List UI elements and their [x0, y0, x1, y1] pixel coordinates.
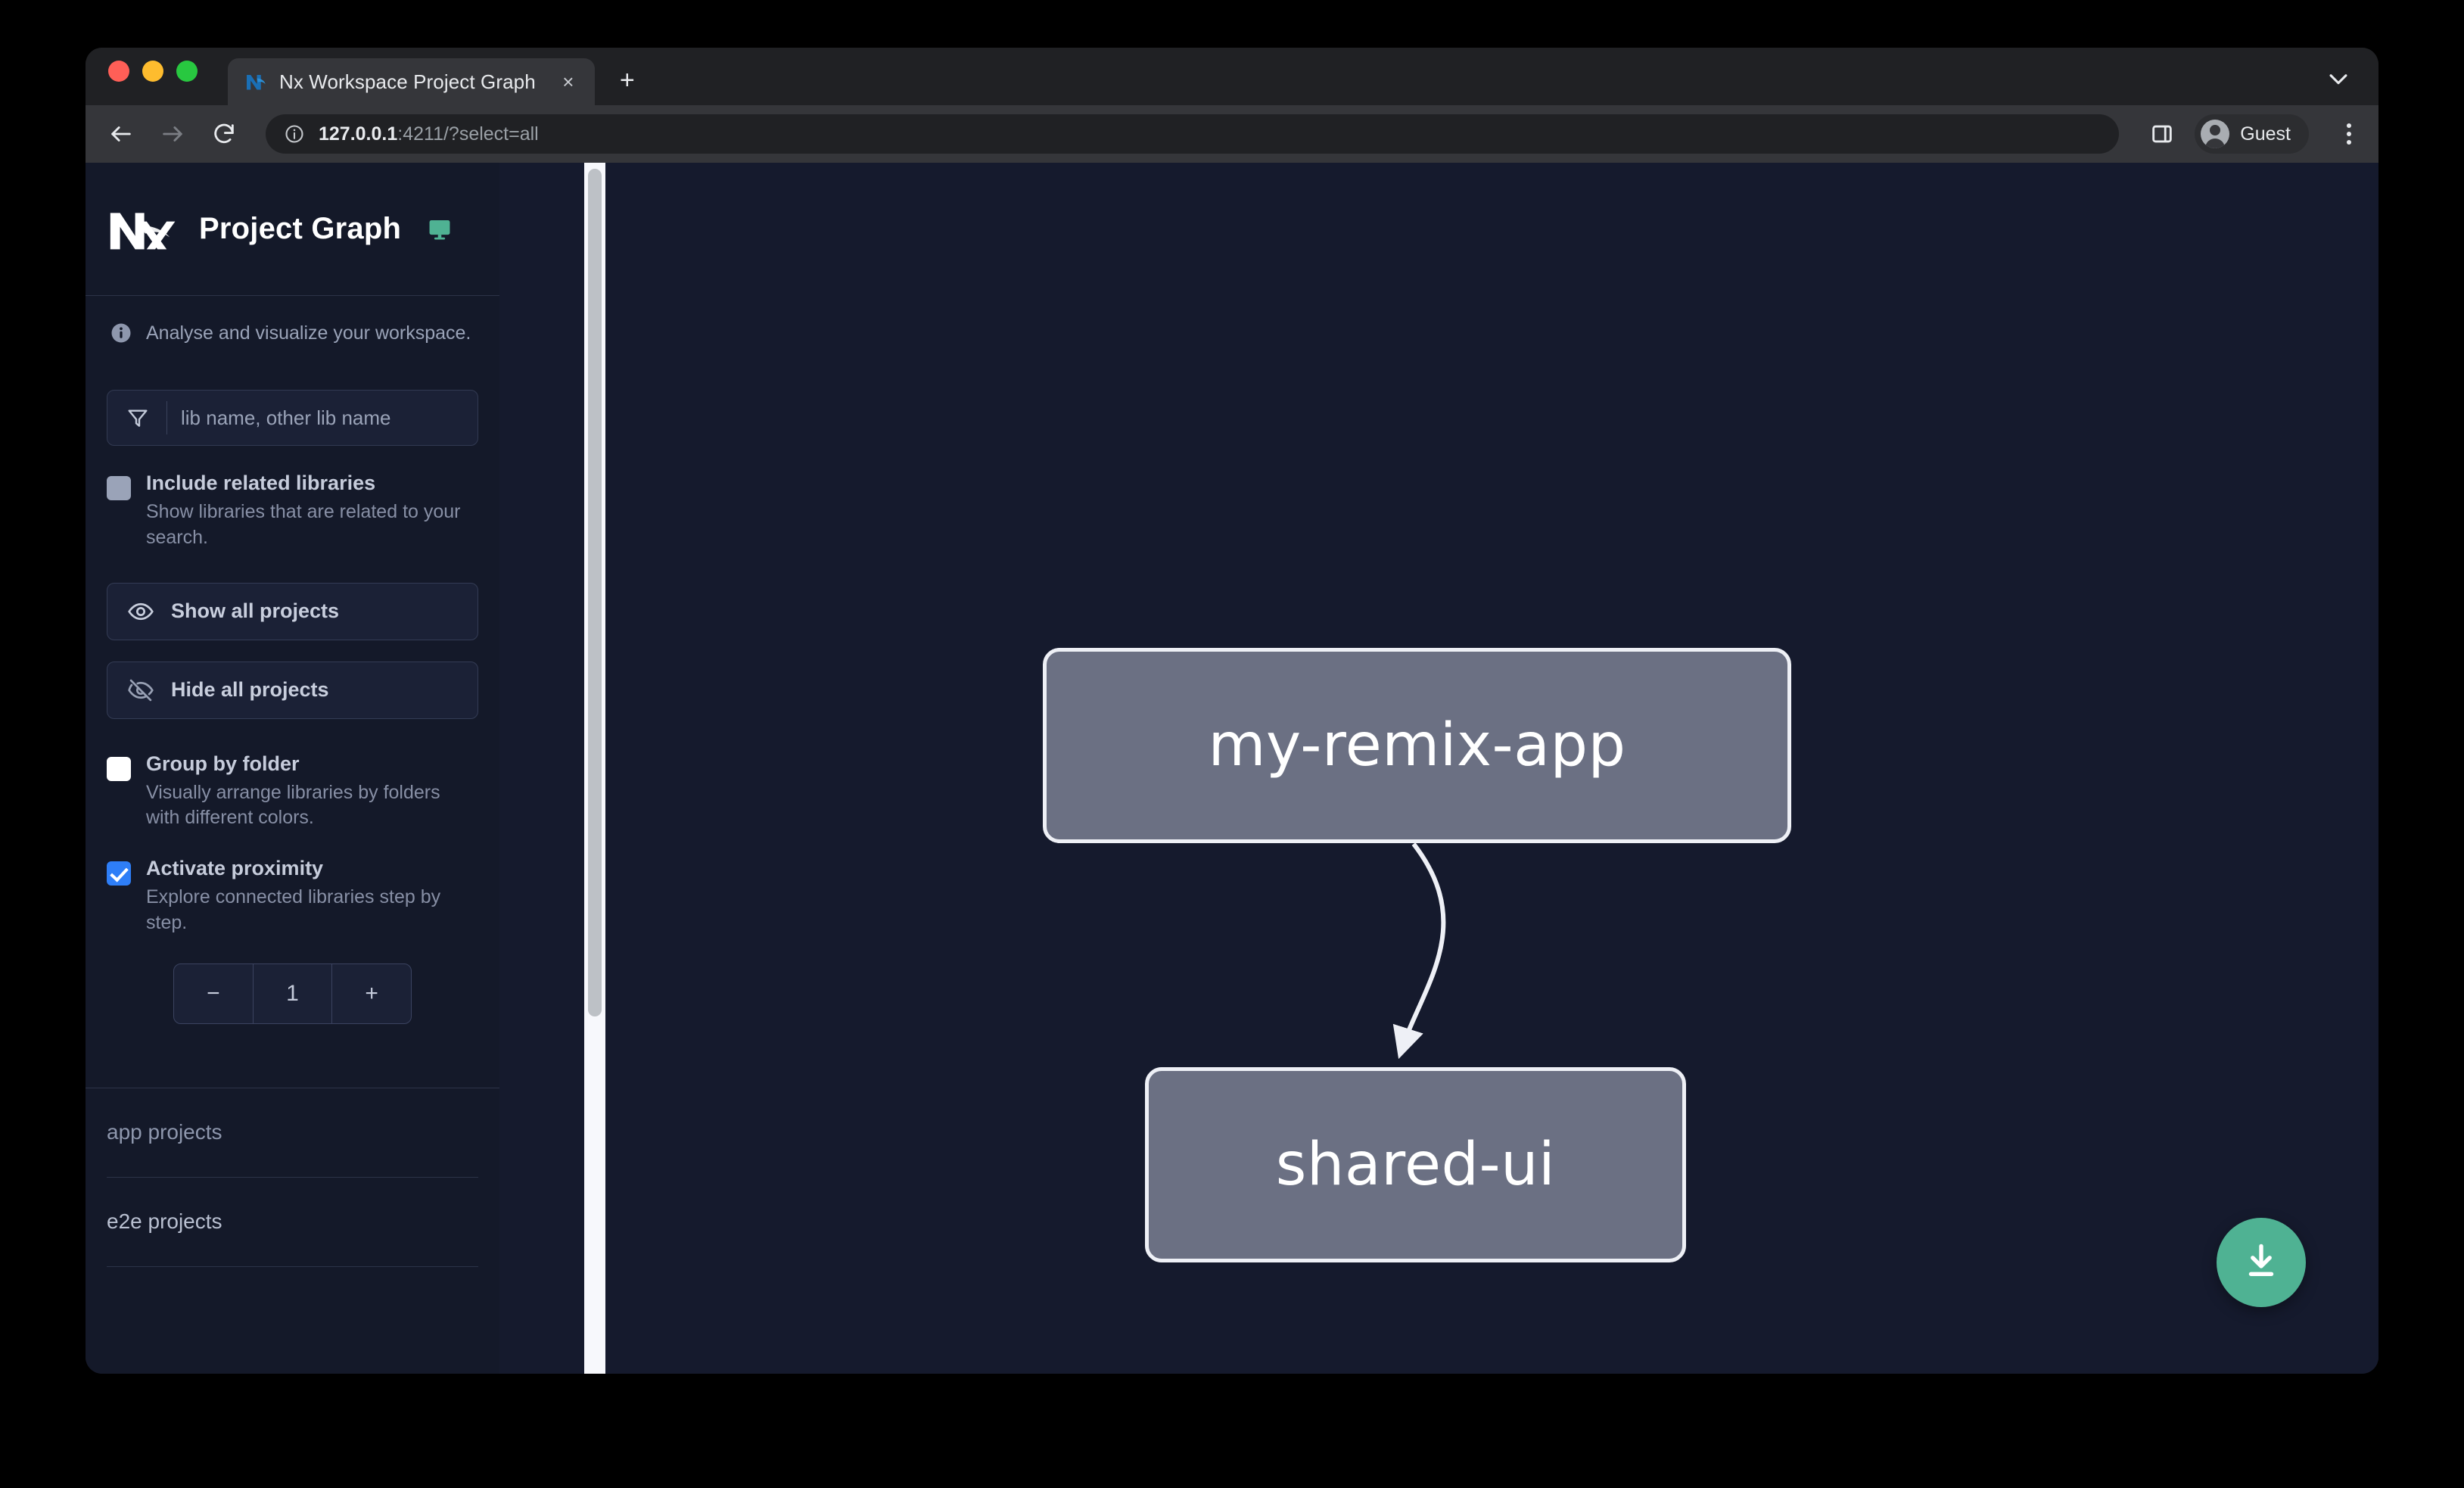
sidebar-section-label: app projects — [107, 1120, 222, 1144]
project-sections: app projects e2e projects — [86, 1087, 499, 1267]
graph-node-my-remix-app[interactable]: my-remix-app — [1043, 648, 1791, 843]
side-panel-icon[interactable] — [2149, 121, 2175, 147]
sidebar-header-divider — [86, 295, 499, 296]
option-description: Show libraries that are related to your … — [146, 501, 461, 548]
sidebar-header: Project Graph — [86, 163, 499, 295]
browser-window: Nx Workspace Project Graph × + — [86, 48, 2378, 1374]
filter-separator — [166, 401, 167, 434]
sidebar-scrollbar-thumb[interactable] — [588, 169, 602, 1016]
page-content: Project Graph — [86, 163, 2378, 1374]
eye-icon — [127, 598, 154, 625]
sidebar-section-app-projects[interactable]: app projects — [107, 1088, 478, 1178]
new-tab-button[interactable]: + — [619, 66, 635, 95]
monitor-icon[interactable] — [427, 216, 453, 242]
sidebar: Project Graph — [86, 163, 605, 1374]
back-arrow-icon[interactable] — [105, 118, 137, 150]
graph-node-label: my-remix-app — [1208, 711, 1626, 780]
hide-all-projects-button[interactable]: Hide all projects — [107, 661, 478, 719]
download-icon — [2240, 1240, 2282, 1286]
activate-proximity-checkbox[interactable] — [107, 861, 131, 886]
page-title: Project Graph — [199, 212, 402, 245]
profile-name: Guest — [2240, 123, 2291, 145]
group-by-folder-checkbox[interactable] — [107, 756, 131, 781]
hide-all-projects-label: Hide all projects — [171, 678, 329, 701]
edge-my-remix-app-to-shared-ui — [1392, 842, 1446, 1060]
close-window-button[interactable] — [108, 61, 129, 82]
browser-toolbar: 127.0.0.1:4211/?select=all Guest — [86, 105, 2378, 163]
option-include-related-libraries[interactable]: Include related libraries Show libraries… — [86, 472, 499, 551]
option-description: Visually arrange libraries by folders wi… — [146, 781, 440, 829]
proximity-increment-button[interactable]: + — [331, 963, 411, 1023]
eye-off-icon — [127, 677, 154, 704]
sidebar-section-e2e-projects[interactable]: e2e projects — [107, 1178, 478, 1267]
minimize-window-button[interactable] — [142, 61, 163, 82]
info-circle-icon[interactable] — [284, 123, 305, 145]
nx-logo — [107, 207, 179, 252]
proximity-value: 1 — [252, 963, 332, 1023]
zoom-window-button[interactable] — [176, 61, 198, 82]
address-bar-path: :4211/?select=all — [397, 123, 539, 145]
reload-icon[interactable] — [208, 118, 240, 150]
option-activate-proximity[interactable]: Activate proximity Explore connected lib… — [86, 857, 499, 936]
kebab-menu-icon[interactable] — [2336, 123, 2362, 145]
info-icon — [110, 322, 132, 344]
avatar — [2201, 120, 2230, 148]
address-bar-url: 127.0.0.1:4211/?select=all — [319, 123, 539, 145]
graph-node-label: shared-ui — [1275, 1131, 1556, 1199]
address-bar[interactable]: 127.0.0.1:4211/?select=all — [266, 114, 2120, 154]
funnel-filter-icon — [126, 406, 150, 430]
proximity-decrement-button[interactable]: − — [207, 980, 220, 1006]
window-traffic-lights — [108, 48, 198, 105]
tab-strip: Nx Workspace Project Graph × + — [86, 48, 2378, 105]
nx-favicon-icon — [244, 70, 267, 93]
search-input[interactable] — [167, 406, 478, 430]
address-bar-host: 127.0.0.1 — [319, 123, 398, 145]
option-group-by-folder[interactable]: Group by folder Visually arrange librari… — [86, 752, 499, 832]
show-all-projects-label: Show all projects — [171, 599, 340, 622]
option-label: Activate proximity — [146, 857, 324, 879]
sidebar-scrollbar[interactable] — [584, 163, 605, 1374]
project-graph-canvas[interactable]: my-remix-app shared-ui — [521, 163, 2378, 1374]
forward-arrow-icon[interactable] — [157, 118, 188, 150]
proximity-stepper: − 1 + — [173, 963, 412, 1024]
chevron-down-icon[interactable] — [2326, 66, 2351, 92]
tagline: Analyse and visualize your workspace. — [86, 296, 499, 344]
tagline-text: Analyse and visualize your workspace. — [146, 322, 471, 344]
option-label: Group by folder — [146, 752, 300, 775]
filter-search-box[interactable] — [107, 390, 478, 446]
include-related-libraries-checkbox[interactable] — [107, 476, 131, 500]
option-label: Include related libraries — [146, 472, 376, 494]
tab-close-icon[interactable]: × — [562, 70, 574, 93]
option-description: Explore connected libraries step by step… — [146, 886, 441, 933]
sidebar-section-label: e2e projects — [107, 1209, 222, 1233]
download-image-button[interactable] — [2217, 1218, 2306, 1307]
show-all-projects-button[interactable]: Show all projects — [107, 582, 478, 640]
profile-button[interactable]: Guest — [2195, 114, 2309, 154]
tab-title: Nx Workspace Project Graph — [279, 70, 536, 93]
browser-tab[interactable]: Nx Workspace Project Graph × — [228, 58, 595, 105]
graph-node-shared-ui[interactable]: shared-ui — [1145, 1067, 1686, 1262]
